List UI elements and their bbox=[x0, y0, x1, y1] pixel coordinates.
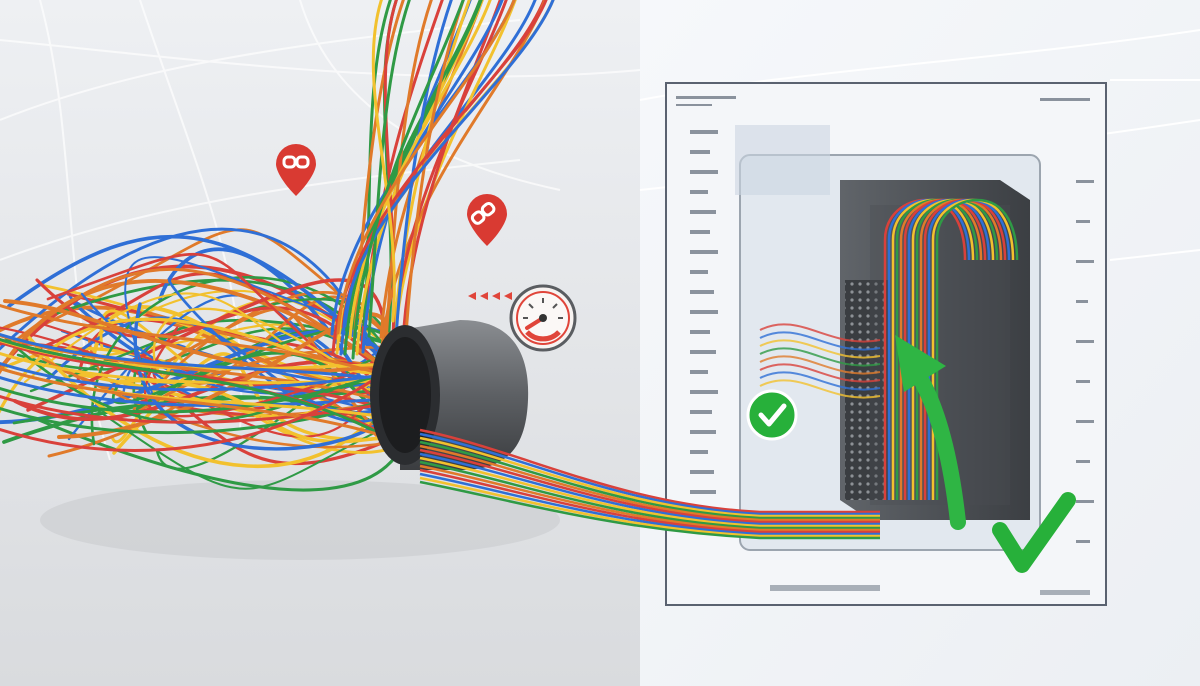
bundle-wire bbox=[419, 440, 880, 520]
bundle-wire bbox=[419, 480, 880, 540]
broken-link-badge-2 bbox=[467, 194, 507, 246]
checkmark-icon bbox=[992, 492, 1076, 573]
pressure-arrows bbox=[468, 292, 512, 300]
bundle-wire bbox=[419, 456, 880, 528]
bundle-wire bbox=[419, 436, 880, 518]
tangled-wire bbox=[124, 256, 421, 399]
bundle-wire bbox=[419, 468, 880, 534]
rising-wire bbox=[343, 0, 482, 356]
organized-wire bbox=[759, 339, 881, 359]
bundle-wire bbox=[419, 448, 880, 524]
broken-link-icon bbox=[282, 155, 310, 169]
bundle-wire bbox=[419, 464, 880, 532]
bundle-wire bbox=[419, 432, 880, 516]
organized-wire bbox=[759, 347, 881, 367]
tangled-wire bbox=[112, 352, 422, 455]
blueprint-card bbox=[735, 125, 830, 195]
pressure-gauge-icon bbox=[509, 284, 577, 352]
organized-wires bbox=[759, 198, 1019, 500]
broken-link-badge-1 bbox=[276, 144, 316, 196]
rising-wire bbox=[362, 0, 392, 327]
tangled-wire bbox=[3, 299, 382, 373]
organized-wire bbox=[759, 355, 881, 375]
rising-wire bbox=[394, 0, 453, 339]
edge-wire bbox=[0, 303, 392, 379]
wire-bundle bbox=[419, 428, 880, 540]
rising-wire bbox=[371, 0, 396, 323]
rising-wire bbox=[392, 0, 517, 350]
floor-shadow bbox=[40, 480, 560, 560]
upward-arrow-icon bbox=[895, 335, 966, 530]
bundle-wire bbox=[419, 476, 880, 538]
tangled-wire bbox=[46, 252, 386, 407]
bundle-wire bbox=[419, 428, 880, 514]
tangled-wire bbox=[12, 387, 386, 425]
tangled-wires bbox=[0, 0, 555, 492]
edge-wire bbox=[0, 361, 392, 392]
rising-wire bbox=[336, 0, 516, 335]
blueprint-annotations bbox=[676, 96, 1094, 595]
tangled-wire bbox=[39, 283, 418, 400]
tangled-wire bbox=[152, 307, 407, 414]
bundle-wire bbox=[419, 444, 880, 522]
organized-wire bbox=[759, 323, 881, 343]
organized-wire bbox=[935, 198, 1019, 500]
rising-wire bbox=[351, 0, 465, 360]
edge-wire bbox=[0, 369, 392, 414]
tangled-wire bbox=[143, 326, 419, 418]
organized-wire bbox=[759, 371, 881, 391]
bundle-wire bbox=[419, 452, 880, 526]
rising-wire bbox=[348, 0, 492, 340]
rising-wire bbox=[342, 0, 555, 327]
organized-wire bbox=[759, 379, 881, 399]
rising-wire bbox=[403, 0, 465, 351]
edge-wire bbox=[0, 332, 392, 382]
tangled-wire bbox=[4, 337, 421, 449]
edge-wire bbox=[0, 337, 392, 441]
bundle-wire bbox=[419, 460, 880, 530]
broken-link-icon bbox=[470, 201, 496, 225]
checkmark-circle-icon bbox=[746, 389, 798, 441]
edge-wire bbox=[0, 367, 392, 452]
edge-wire bbox=[0, 366, 392, 440]
bundle-wire bbox=[419, 472, 880, 536]
organized-wire bbox=[759, 331, 881, 351]
organized-wire bbox=[759, 363, 881, 383]
tangled-wire bbox=[26, 278, 387, 412]
rising-wire bbox=[367, 0, 411, 338]
